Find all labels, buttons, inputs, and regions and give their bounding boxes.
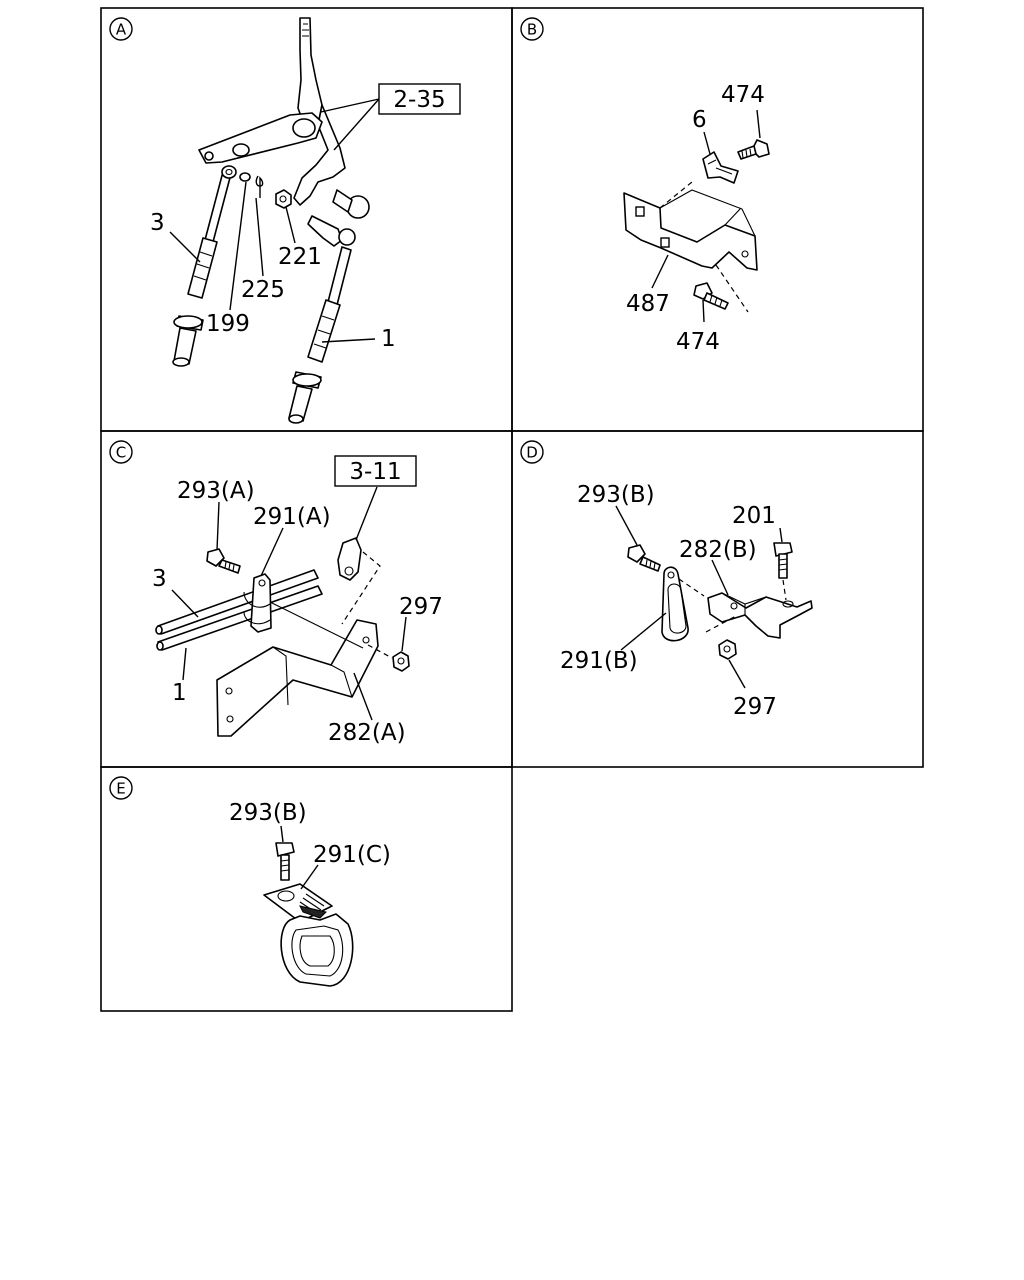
clamp-291a [243, 573, 272, 633]
callout-3: 3 [150, 210, 165, 236]
callout-1: 1 [172, 680, 187, 706]
nut-297 [718, 639, 737, 660]
panel-d-leaders [615, 505, 783, 689]
panel-d-badge: D [520, 440, 544, 464]
panel-c-letter: C [116, 444, 126, 462]
callout-3: 3 [152, 566, 167, 592]
nut-221 [275, 189, 292, 209]
callout-225: 225 [241, 277, 285, 303]
panel-a-letter: A [116, 21, 127, 39]
callout-291a: 291(A) [253, 504, 331, 530]
bolt-474-upper [737, 139, 770, 160]
callout-282a: 282(A) [328, 720, 406, 746]
bracket-282a [216, 601, 379, 737]
callout-293a: 293(A) [177, 478, 255, 504]
callout-293b: 293(B) [229, 800, 307, 826]
cable-pair [155, 569, 323, 651]
cable-3 [172, 167, 233, 367]
clamp-291b [661, 566, 705, 642]
shift-lever [198, 17, 370, 247]
callout-487: 487 [626, 291, 670, 317]
panel-a: A [109, 17, 461, 424]
panel-b: B [520, 17, 770, 355]
bolt-293b [627, 544, 661, 572]
ref-box-2-35: 2-35 [378, 83, 461, 115]
callout-291b: 291(B) [560, 648, 638, 674]
bolt-201 [773, 542, 793, 601]
panel-d: D [520, 440, 813, 720]
panel-a-badge: A [109, 17, 133, 41]
callout-297: 297 [399, 594, 443, 620]
callout-282b: 282(B) [679, 537, 757, 563]
bolt-293b [275, 842, 295, 881]
callout-221: 221 [278, 244, 322, 270]
nut-297 [367, 644, 410, 672]
panel-a-leaders [169, 98, 380, 343]
panel-c: C [109, 440, 443, 746]
callout-1: 1 [381, 326, 396, 352]
panel-d-letter: D [526, 444, 538, 462]
callout-293b: 293(B) [577, 482, 655, 508]
panel-e: E 293(B) 291(C) [109, 776, 391, 987]
washer-199 [221, 165, 237, 179]
callout-474-lower: 474 [676, 329, 720, 355]
ref-label-2-35: 2-35 [393, 87, 445, 113]
bolt-474-lower [693, 282, 729, 310]
panel-b-leaders [651, 109, 761, 323]
callout-291c: 291(C) [313, 842, 391, 868]
callout-199: 199 [206, 311, 250, 337]
clip-6 [702, 151, 739, 184]
bracket-282b [705, 592, 813, 639]
panel-e-leaders [280, 825, 319, 890]
callout-297: 297 [733, 694, 777, 720]
bolt-293a [206, 548, 241, 574]
panel-frames [100, 7, 924, 1012]
callout-474-upper: 474 [721, 82, 765, 108]
ref-box-3-11: 3-11 [334, 455, 417, 487]
clamp-291c [263, 883, 354, 987]
panel-e-letter: E [116, 780, 125, 798]
callout-6: 6 [692, 107, 707, 133]
callout-201: 201 [732, 503, 776, 529]
clip-ref-3-11 [337, 537, 381, 625]
clip-pin-icon [255, 175, 264, 198]
panel-c-badge: C [109, 440, 133, 464]
bracket-487 [623, 181, 758, 313]
panel-b-letter: B [527, 21, 537, 39]
panel-e-badge: E [109, 776, 133, 800]
panel-c-leaders [171, 486, 407, 721]
washer-225 [239, 172, 251, 182]
cable-1 [288, 246, 352, 424]
ref-label-3-11: 3-11 [349, 459, 401, 485]
panel-b-badge: B [520, 17, 544, 41]
